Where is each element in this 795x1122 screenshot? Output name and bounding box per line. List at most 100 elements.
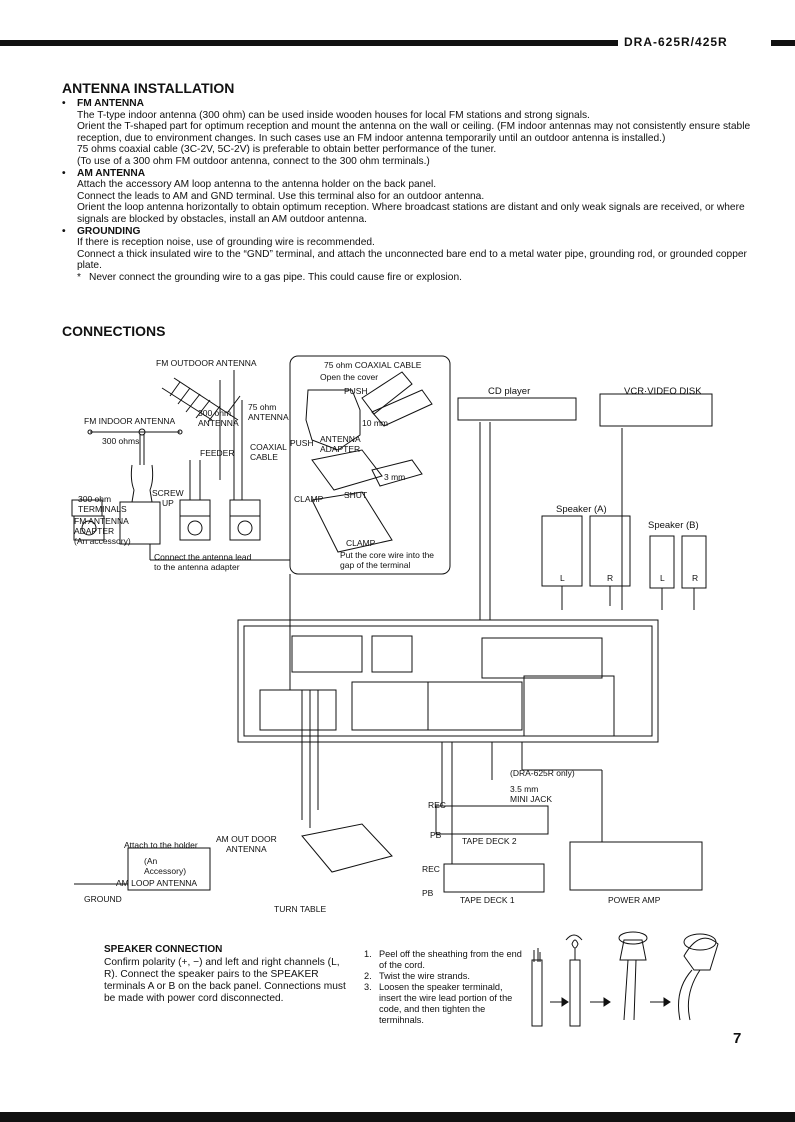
page-number: 7 [733, 1030, 742, 1047]
speaker-connection-title: SPEAKER CONNECTION [104, 944, 223, 955]
note-star: * [77, 271, 81, 283]
label-300-ohm-terminals-2: TERMINALS [78, 504, 127, 514]
label-up: UP [162, 498, 174, 508]
fm-antenna-heading: FM ANTENNA [62, 98, 752, 110]
label-300-ohm: 300 ohm [198, 408, 231, 418]
label-mini-jack-1: 3.5 mm [510, 784, 538, 794]
wiring [74, 422, 695, 885]
label-connect-2: to the antenna adapter [154, 562, 240, 572]
am-line-2: Connect the leads to AM and GND terminal… [77, 190, 485, 202]
label-antenna: ANTENNA [198, 418, 239, 428]
note-text: Never connect the grounding wire to a ga… [88, 271, 462, 283]
grounding-line-2: Connect a thick insulated wire to the “G… [77, 248, 747, 272]
label-fm-adapter-2: ADAPTER [74, 526, 114, 536]
fm-outdoor-antenna-icon [161, 370, 243, 500]
label-tape-deck-1: TAPE DECK 1 [460, 895, 515, 905]
label-mini-jack-2: MINI JACK [510, 794, 552, 804]
header-rule-end [771, 40, 795, 46]
label-open-cover: Open the cover [320, 372, 378, 382]
tape-deck-1 [443, 863, 545, 893]
fm-indoor-antenna-icon [87, 428, 183, 491]
label-clamp-1: CLAMP [294, 494, 324, 504]
fm-line-3: 75 ohms coaxial cable (3C-2V, 5C-2V) is … [77, 144, 497, 156]
step-item: 2. Twist the wire strands. [364, 971, 524, 982]
label-feeder: FEEDER [200, 448, 234, 458]
fm-line-2: Orient the T-shaped part for optimum rec… [77, 121, 751, 144]
label-rec-2: REC [422, 864, 440, 874]
am-loop-antenna [127, 847, 211, 891]
label-speaker-a-left: L [560, 573, 565, 583]
speaker-connection-text: Confirm polarity (+, −) and left and rig… [104, 957, 346, 1004]
label-speaker-b-right: R [692, 573, 698, 583]
label-attach-holder: Attach to the holder [124, 840, 198, 850]
label-speaker-a-right: R [607, 573, 613, 583]
label-75-ohm: 75 ohm [248, 402, 276, 412]
turntable [301, 823, 393, 873]
label-speaker-b-left: L [660, 573, 665, 583]
label-300-ohms: 300 ohms [102, 436, 139, 446]
coax-inset-box [289, 355, 451, 575]
step-item: 3.Loosen the speaker terminald, insert t… [364, 982, 524, 1026]
step-item: 1.Peel off the sheathing from the end of… [364, 949, 524, 971]
label-coaxial: COAXIAL [250, 442, 287, 452]
vcr-video-disk [599, 393, 713, 427]
label-tape-deck-2: TAPE DECK 2 [462, 836, 517, 846]
label-antenna-2: ANTENNA [248, 412, 289, 422]
fm-terminal-blocks [71, 450, 261, 545]
label-pb-2: PB [422, 888, 434, 898]
fm-line-1: The T-type indoor antenna (300 ohm) can … [77, 109, 590, 121]
label-pb-1: PB [430, 830, 442, 840]
footer-bar [0, 1112, 795, 1122]
label-an-accessory-1: (An [144, 856, 158, 866]
am-line-1: Attach the accessory AM loop antenna to … [77, 179, 437, 191]
label-am-loop: AM LOOP ANTENNA [116, 878, 197, 888]
step-text: Loosen the speaker terminald, insert the… [379, 982, 513, 1025]
label-fm-adapter-1: FM ANTENNA [74, 516, 129, 526]
cd-player [457, 397, 577, 421]
label-fm-indoor: FM INDOOR ANTENNA [84, 416, 175, 426]
header-bar: DRA-625R/425R [0, 35, 795, 49]
antenna-section-title: ANTENNA INSTALLATION [62, 80, 235, 96]
fm-line-4: (To use of a 300 ohm FM outdoor antenna,… [77, 155, 430, 167]
label-speaker-a: Speaker (A) [556, 504, 607, 515]
label-300-ohm-terminals-1: 300 ohm [78, 494, 111, 504]
step-text: Peel off the sheathing from the end of t… [379, 949, 522, 970]
label-connect-1: Connect the antenna lead [154, 552, 252, 562]
speaker-wire-steps-svg [531, 931, 719, 1027]
label-turntable: TURN TABLE [274, 904, 326, 914]
label-cd-player: CD player [488, 386, 530, 397]
label-clamp-2: CLAMP [346, 538, 376, 548]
coax-adapter-sketch [305, 371, 433, 553]
speaker-steps: 1.Peel off the sheathing from the end of… [364, 949, 524, 1026]
label-screw: SCREW [152, 488, 184, 498]
label-3mm: 3 mm [384, 472, 405, 482]
am-line-3: Orient the loop antenna horizontally to … [77, 202, 745, 225]
label-coax75: 75 ohm COAXIAL CABLE [324, 360, 422, 370]
label-am-out-1: AM OUT DOOR [216, 834, 277, 844]
connections-section-title: CONNECTIONS [62, 323, 166, 339]
antenna-text: FM ANTENNA The T-type indoor antenna (30… [62, 98, 752, 284]
label-push-2: PUSH [290, 438, 314, 448]
label-rec-1: REC [428, 800, 446, 810]
label-push-1: PUSH [344, 386, 368, 396]
label-ground: GROUND [84, 894, 122, 904]
label-power-amp: POWER AMP [608, 895, 661, 905]
label-cable: CABLE [250, 452, 278, 462]
grounding-line-1: If there is reception noise, use of grou… [77, 237, 375, 249]
step-num: 2. [364, 971, 372, 981]
label-antenna-adapter-2: ADAPTER [320, 444, 360, 454]
label-core-2: gap of the terminal [340, 560, 411, 570]
header-rule [0, 40, 618, 46]
grounding-heading: GROUNDING [62, 226, 752, 238]
step-text: Twist the wire strands. [379, 971, 470, 981]
label-fm-outdoor: FM OUTDOOR ANTENNA [156, 358, 257, 368]
speaker-wire-steps-figure [524, 920, 734, 1030]
label-speaker-b: Speaker (B) [648, 520, 699, 531]
label-fm-adapter-3: (An accessory) [74, 536, 131, 546]
connections-diagram: FM OUTDOOR ANTENNA 75 ohm COAXIAL CABLE … [62, 350, 732, 933]
label-core-1: Put the core wire into the [340, 550, 434, 560]
label-vcr: VCR·VIDEO DISK [624, 386, 702, 397]
am-antenna-heading: AM ANTENNA [62, 168, 752, 180]
grounding-note: * Never connect the grounding wire to a g… [62, 272, 752, 284]
model-title: DRA-625R/425R [624, 35, 728, 49]
